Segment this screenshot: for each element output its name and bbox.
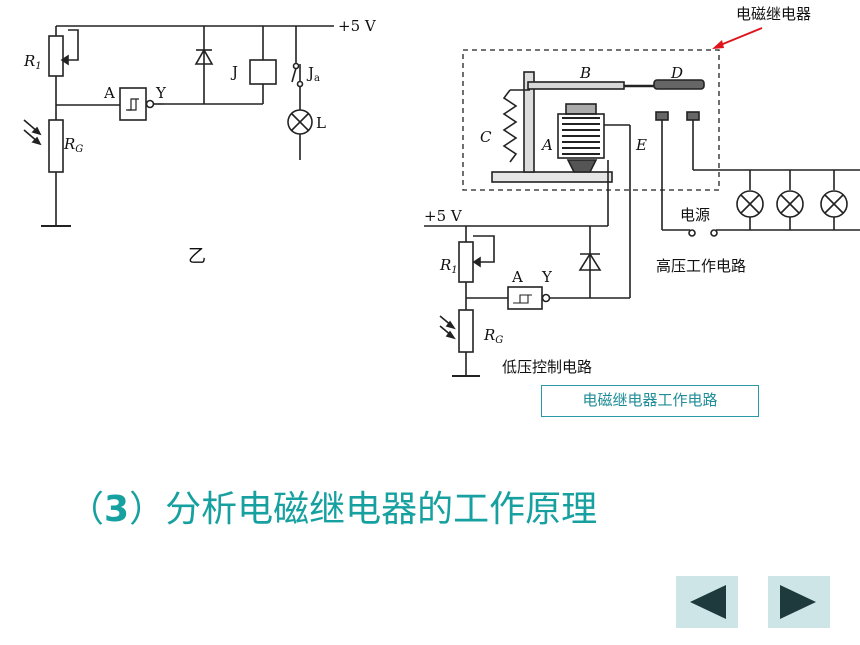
next-button[interactable]: [768, 576, 830, 628]
right-supply-label: +5 V: [424, 207, 463, 225]
low-voltage-circuit: [424, 124, 631, 377]
relay-callout-label: 电磁继电器: [736, 5, 811, 23]
callout-arrow-icon: [712, 27, 763, 49]
triangle-right-icon: [780, 585, 816, 619]
prev-button[interactable]: [676, 576, 738, 628]
yi-r1-label: R1: [23, 52, 42, 72]
yi-supply-label: +5 V: [338, 17, 377, 35]
right-gate-in-label: A: [511, 268, 523, 286]
high-voltage-label: 高压工作电路: [656, 257, 746, 275]
yi-gate-in-label: A: [103, 84, 115, 102]
r1-resistor: [48, 35, 64, 77]
right-r1-label: R1: [439, 256, 458, 276]
label-a: A: [540, 136, 553, 154]
light-arrows-icon: [23, 119, 42, 146]
power-source-label: 电源: [680, 206, 710, 224]
rg-resistor: [48, 119, 64, 173]
label-b: B: [579, 64, 591, 82]
yi-contact-label: Ja: [306, 64, 320, 84]
spring-c: [502, 89, 518, 163]
electromagnet-a: [562, 117, 600, 155]
right-gate-out-label: Y: [541, 268, 553, 286]
label-c: C: [480, 128, 492, 146]
yi-rg-label: RG: [63, 135, 83, 155]
label-e: E: [635, 136, 647, 154]
schmitt-gate: [119, 87, 147, 121]
triangle-left-icon: [690, 585, 726, 619]
yi-caption: 乙: [188, 246, 206, 267]
low-voltage-label: 低压控制电路: [502, 358, 592, 376]
relay-coil-j: [249, 59, 277, 85]
label-d: D: [670, 64, 683, 82]
armature-b: [527, 81, 625, 90]
relay-mechanism: [491, 71, 705, 183]
yi-gate-out-label: Y: [155, 84, 167, 102]
right-rg-label: RG: [483, 326, 503, 346]
page-heading: （3）分析电磁继电器的工作原理: [68, 489, 598, 530]
circuit-yi: [23, 25, 334, 227]
yi-lamp-label: L: [316, 114, 326, 132]
high-voltage-circuit: [661, 150, 860, 237]
contact-d: [653, 79, 705, 90]
figure-caption-box: 电磁继电器工作电路: [541, 385, 759, 417]
yi-relay-label: J: [230, 63, 238, 81]
light-arrows-right-icon: [439, 315, 456, 340]
relay-enclosure: [462, 49, 720, 191]
